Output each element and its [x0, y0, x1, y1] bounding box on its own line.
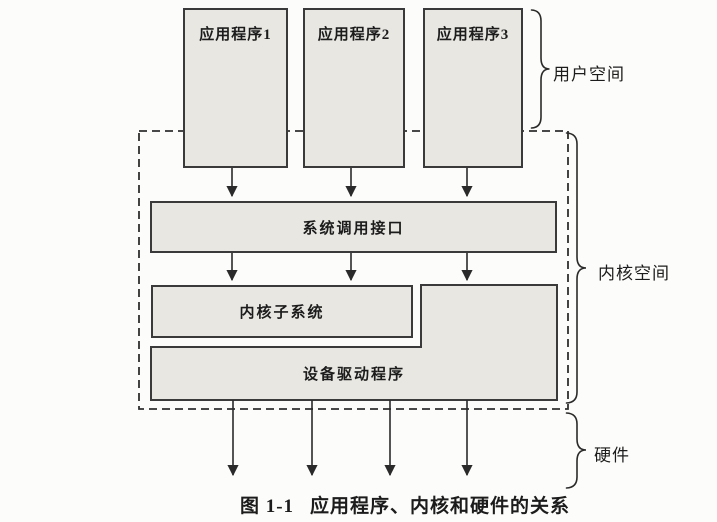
app-box-2: 应用程序2 [303, 8, 405, 168]
kernel-space-label: 内核空间 [598, 264, 670, 283]
kernel-subsystem-box: 内核子系统 [151, 285, 413, 338]
hardware-label: 硬件 [594, 446, 630, 465]
arrows-syscall-to-kernel [226, 253, 473, 282]
app-box-3-label: 应用程序3 [436, 27, 510, 43]
app-box-2-label: 应用程序2 [317, 27, 391, 43]
user-space-brace [530, 9, 550, 129]
figure-caption-number: 图 1-1 [239, 496, 295, 517]
app-box-3: 应用程序3 [423, 8, 523, 168]
kernel-subsystem-label: 内核子系统 [239, 305, 325, 321]
user-space-label: 用户空间 [553, 65, 625, 84]
figure-caption: 图 1-1 应用程序、内核和硬件的关系 [170, 491, 640, 518]
kernel-space-brace [565, 132, 587, 404]
device-drivers-shape [150, 284, 558, 401]
syscall-interface-label: 系统调用接口 [302, 220, 405, 237]
device-drivers-label: 设备驱动程序 [302, 367, 405, 383]
figure-caption-title: 应用程序、内核和硬件的关系 [310, 496, 571, 517]
syscall-interface-box: 系统调用接口 [150, 201, 557, 253]
app-box-1: 应用程序1 [183, 8, 288, 168]
arrows-apps-to-syscall [226, 168, 473, 198]
arrows-drivers-to-hardware [227, 400, 473, 477]
app-box-1-label: 应用程序1 [199, 27, 272, 43]
hardware-brace [565, 412, 587, 489]
